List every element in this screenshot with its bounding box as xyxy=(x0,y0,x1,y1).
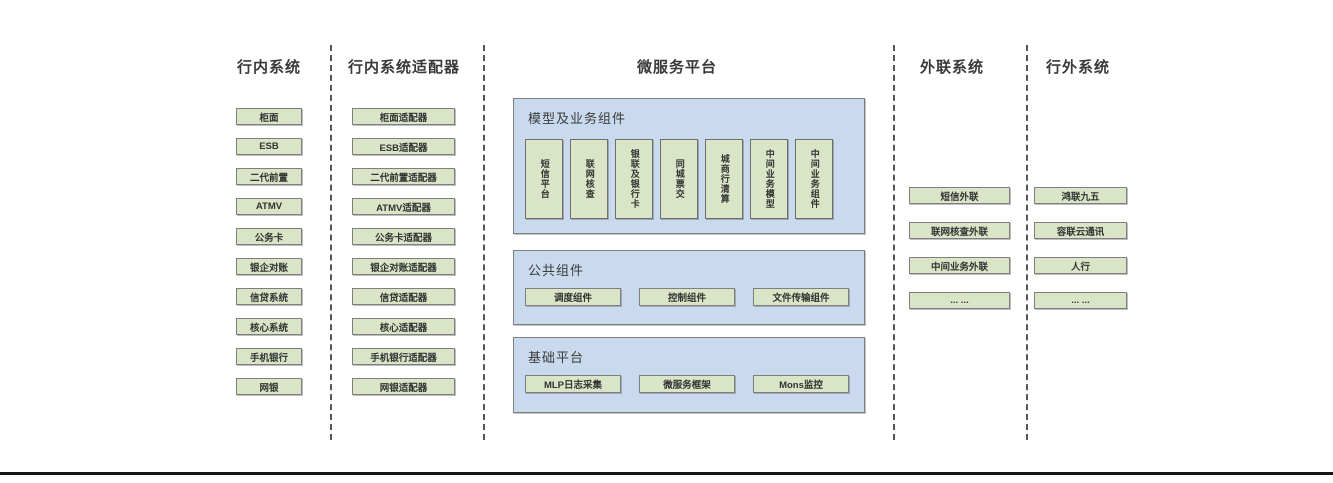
internal-adapters-list: 柜面适配器 ESB适配器 二代前置适配器 ATMV适配器 公务卡适配器 银企对账… xyxy=(352,108,455,395)
column-header-internal-systems: 行内系统 xyxy=(236,59,301,76)
component-box-vertical: 城商行清算 xyxy=(705,139,743,219)
outside-bank-box: 人行 xyxy=(1034,257,1127,274)
external-link-box: 中间业务外联 xyxy=(909,257,1010,274)
adapter-box: 网银适配器 xyxy=(352,378,455,395)
adapter-box: 手机银行适配器 xyxy=(352,348,455,365)
panel-base-platform: 基础平台 MLP日志采集 微服务框架 Mons监控 xyxy=(513,337,865,413)
column-header-internal-adapters: 行内系统适配器 xyxy=(347,59,460,76)
column-header-external-link-systems: 外联系统 xyxy=(919,59,984,76)
outside-bank-box: 容联云通讯 xyxy=(1034,222,1127,239)
adapter-box: 银企对账适配器 xyxy=(352,258,455,275)
column-separator-1 xyxy=(330,45,332,440)
component-box: 控制组件 xyxy=(639,288,735,306)
external-link-box: ... ... xyxy=(909,292,1010,309)
internal-system-box: 公务卡 xyxy=(236,228,302,245)
component-box-vertical: 银联及银行卡 xyxy=(615,139,653,219)
internal-system-box: 网银 xyxy=(236,378,302,395)
adapter-box: ATMV适配器 xyxy=(352,198,455,215)
common-components-list: 调度组件 控制组件 文件传输组件 xyxy=(525,288,849,306)
component-box-vertical: 中间业务组件 xyxy=(795,139,833,219)
internal-system-box: 银企对账 xyxy=(236,258,302,275)
adapter-box: 公务卡适配器 xyxy=(352,228,455,245)
internal-system-box: 信贷系统 xyxy=(236,288,302,305)
adapter-box: 信贷适配器 xyxy=(352,288,455,305)
component-box: 文件传输组件 xyxy=(753,288,849,306)
adapter-box: 核心适配器 xyxy=(352,318,455,335)
internal-system-box: ESB xyxy=(236,138,302,155)
column-header-outside-bank-systems: 行外系统 xyxy=(1045,59,1110,76)
external-link-box: 短信外联 xyxy=(909,187,1010,204)
component-box: 调度组件 xyxy=(525,288,621,306)
bottom-border-line xyxy=(0,472,1333,475)
component-box: 微服务框架 xyxy=(639,375,735,393)
component-box: MLP日志采集 xyxy=(525,375,621,393)
component-box-vertical: 联网核查 xyxy=(570,139,608,219)
adapter-box: 柜面适配器 xyxy=(352,108,455,125)
panel-label-model-business: 模型及业务组件 xyxy=(528,111,627,126)
outside-bank-box: 鸿联九五 xyxy=(1034,187,1127,204)
internal-system-box: 核心系统 xyxy=(236,318,302,335)
external-link-systems-list: 短信外联 联网核查外联 中间业务外联 ... ... xyxy=(909,187,1010,309)
model-business-components-list: 短信平台 联网核查 银联及银行卡 同城票交 城商行清算 中间业务模型 中间业务组… xyxy=(525,139,833,219)
panel-label-common-components: 公共组件 xyxy=(528,263,585,278)
adapter-box: 二代前置适配器 xyxy=(352,168,455,185)
column-separator-2 xyxy=(483,45,485,440)
internal-system-box: 手机银行 xyxy=(236,348,302,365)
internal-system-box: 柜面 xyxy=(236,108,302,125)
component-box-vertical: 中间业务模型 xyxy=(750,139,788,219)
internal-system-box: ATMV xyxy=(236,198,302,215)
internal-system-box: 二代前置 xyxy=(236,168,302,185)
component-box: Mons监控 xyxy=(753,375,849,393)
outside-bank-systems-list: 鸿联九五 容联云通讯 人行 ... ... xyxy=(1034,187,1127,309)
panel-model-business-components: 模型及业务组件 短信平台 联网核查 银联及银行卡 同城票交 城商行清算 中间业务… xyxy=(513,98,865,234)
outside-bank-box: ... ... xyxy=(1034,292,1127,309)
column-header-microservice-platform: 微服务平台 xyxy=(636,59,717,76)
external-link-box: 联网核查外联 xyxy=(909,222,1010,239)
component-box-vertical: 短信平台 xyxy=(525,139,563,219)
column-separator-4 xyxy=(1026,45,1028,440)
column-separator-3 xyxy=(893,45,895,440)
panel-common-components: 公共组件 调度组件 控制组件 文件传输组件 xyxy=(513,250,865,325)
panel-label-base-platform: 基础平台 xyxy=(528,350,585,365)
internal-systems-list: 柜面 ESB 二代前置 ATMV 公务卡 银企对账 信贷系统 核心系统 手机银行… xyxy=(236,108,302,395)
base-platform-components-list: MLP日志采集 微服务框架 Mons监控 xyxy=(525,375,849,393)
adapter-box: ESB适配器 xyxy=(352,138,455,155)
component-box-vertical: 同城票交 xyxy=(660,139,698,219)
